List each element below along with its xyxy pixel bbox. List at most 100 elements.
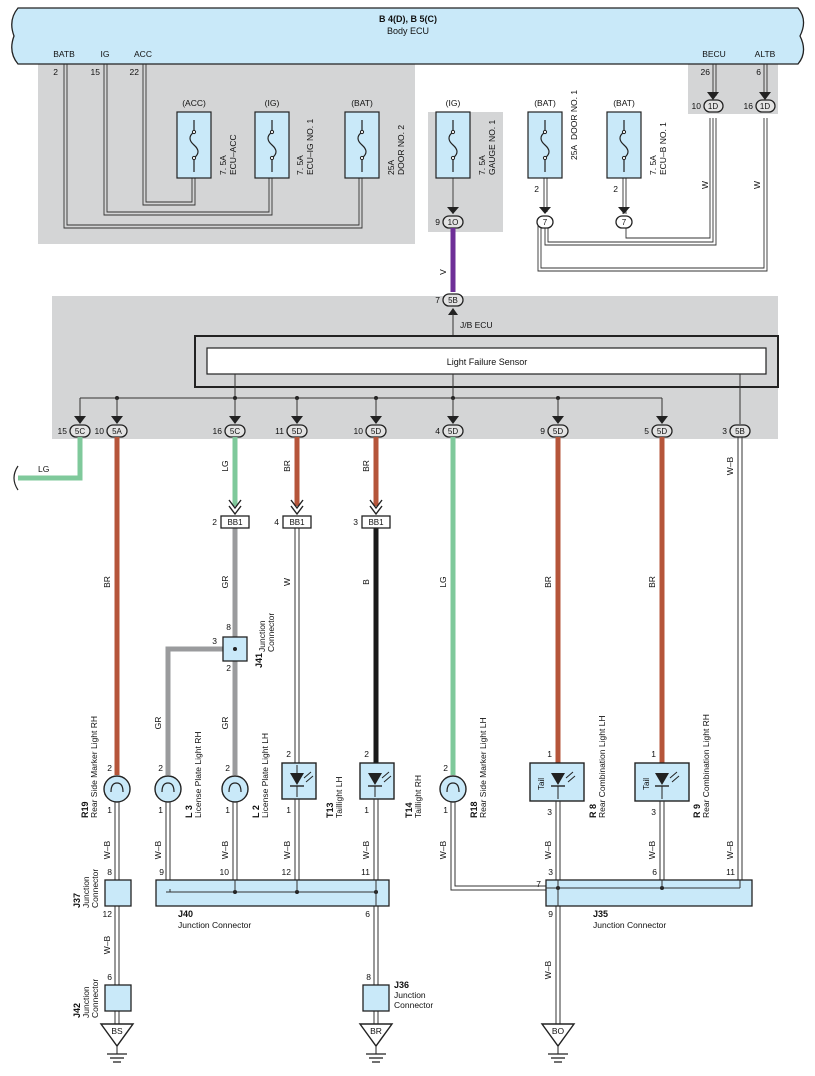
fuse-name: ECU–B NO. 1 — [658, 122, 668, 175]
fuse-rating: 7. 5A — [218, 155, 228, 175]
svg-text:16: 16 — [213, 426, 223, 436]
svg-text:11: 11 — [726, 867, 735, 877]
svg-text:2: 2 — [286, 749, 291, 759]
jb-out-8: 5B 3 — [722, 424, 751, 438]
j35-junction: 7 3 6 11 9 J35 Junction Connector — [536, 867, 753, 930]
svg-text:5: 5 — [644, 426, 649, 436]
fuse-ecu-b-1: (BAT) 7. 5A ECU–B NO. 1 — [606, 98, 668, 179]
svg-text:Junction Connector: Junction Connector — [593, 920, 666, 930]
bb1-connector: BB1 3 — [353, 499, 391, 529]
svg-text:5A: 5A — [112, 427, 122, 436]
svg-text:11: 11 — [361, 867, 370, 877]
jb-ecu: Light Failure Sensor — [79, 335, 779, 424]
svg-text:5D: 5D — [371, 427, 381, 436]
svg-text:1: 1 — [364, 805, 369, 815]
fuse-name: DOOR NO. 2 — [396, 125, 406, 175]
ground-br: BR — [358, 1023, 394, 1063]
svg-text:2: 2 — [212, 517, 217, 527]
svg-text:9: 9 — [159, 867, 164, 877]
svg-text:6: 6 — [365, 909, 370, 919]
j40-junction: 9 10 12 11 6 J40 Junction Connector — [155, 867, 390, 930]
svg-text:BB1: BB1 — [289, 518, 305, 527]
becu-conn: 1D — [708, 102, 718, 111]
ground-bs: BS — [99, 1023, 135, 1063]
jb-in-conn: 5B — [448, 296, 458, 305]
lower-wire-labels: W–B W–B W–B W–B W–B W–B W–B W–B W–B W–B … — [102, 840, 735, 979]
svg-text:Rear Side Marker Light LH: Rear Side Marker Light LH — [478, 717, 488, 818]
bb1-connector: BB1 2 — [212, 499, 250, 529]
svg-text:Taillight LH: Taillight LH — [334, 776, 344, 818]
svg-text:5D: 5D — [448, 427, 458, 436]
svg-text:Junction Connector: Junction Connector — [178, 920, 251, 930]
svg-text:J37: J37 — [72, 893, 82, 908]
svg-text:6: 6 — [107, 972, 112, 982]
wire-label: BR — [647, 576, 657, 588]
fuse-source: (ACC) — [182, 98, 206, 108]
svg-text:Rear Combination Light RH: Rear Combination Light RH — [701, 714, 711, 818]
fuse-rating: 7. 5A — [477, 155, 487, 175]
svg-text:J35: J35 — [593, 909, 608, 919]
svg-text:T14: T14 — [404, 802, 414, 818]
fuse-door-1: (BAT) 25A DOOR NO. 1 — [527, 90, 579, 179]
j36-junction: 8 J36 Junction Connector — [362, 972, 433, 1012]
fuse-rating: 25A — [386, 160, 396, 175]
jb-out-2: 5C 16 — [213, 416, 246, 438]
svg-text:5B: 5B — [735, 427, 745, 436]
svg-text:Tail: Tail — [537, 778, 546, 790]
svg-text:Connector: Connector — [90, 979, 100, 1018]
svg-text:3: 3 — [547, 807, 552, 817]
svg-text:L 3: L 3 — [184, 805, 194, 818]
wire-label: LG — [438, 576, 448, 587]
svg-text:1: 1 — [107, 805, 112, 815]
pin-number-ig: 15 — [91, 67, 101, 77]
svg-text:4: 4 — [274, 517, 279, 527]
lamp-r19: 2 1 R19 Rear Side Marker Light RH — [80, 716, 131, 818]
svg-text:Junction: Junction — [394, 990, 426, 1000]
svg-text:W–B: W–B — [282, 840, 292, 859]
svg-text:W–B: W–B — [438, 840, 448, 859]
wire-label: W — [282, 578, 292, 586]
jb-out-3: 5D 11 — [275, 416, 308, 438]
j42-junction: 6 J42 Junction Connector — [72, 972, 132, 1018]
svg-text:1: 1 — [443, 805, 448, 815]
svg-text:R 8: R 8 — [588, 804, 598, 818]
svg-text:2: 2 — [364, 749, 369, 759]
main-wire-labels: LG LG BR BR BR LG BR BR W–B GR W B GR GR — [38, 456, 735, 729]
lamp-l2: 2 1 L 2 License Plate Light LH — [221, 733, 270, 818]
j37-junction: 8 12 J37 Junction Connector — [72, 867, 132, 919]
svg-text:2: 2 — [107, 763, 112, 773]
svg-text:Rear Combination Light LH: Rear Combination Light LH — [597, 715, 607, 818]
svg-text:10: 10 — [95, 426, 105, 436]
ecub-pin: 2 — [613, 184, 618, 194]
svg-text:5D: 5D — [553, 427, 563, 436]
fuse-rating: 25A — [569, 145, 579, 160]
svg-text:5C: 5C — [230, 427, 240, 436]
jb-out-4: 5D 10 — [354, 416, 387, 438]
ground-label: BO — [552, 1026, 565, 1036]
main-wires — [13, 437, 743, 880]
gauge-wire-color: V — [438, 269, 448, 275]
wire-label: BR — [282, 460, 292, 472]
wire-label: GR — [153, 717, 163, 730]
svg-text:Junction: Junction — [81, 986, 91, 1018]
pin-label-altb: ALTB — [755, 49, 776, 59]
svg-text:J42: J42 — [72, 1003, 82, 1018]
ecub-conn: 7 — [622, 218, 627, 227]
pin-number-altb: 6 — [756, 67, 761, 77]
fuse-source: (IG) — [446, 98, 461, 108]
svg-text:2: 2 — [443, 763, 448, 773]
wire-label: BR — [543, 576, 553, 588]
svg-text:Connector: Connector — [394, 1000, 433, 1010]
pin-number-batb: 2 — [53, 67, 58, 77]
svg-text:2: 2 — [226, 663, 231, 673]
svg-text:6: 6 — [652, 867, 657, 877]
pin-number-acc: 22 — [130, 67, 140, 77]
jb-out-0: 5C 15 — [58, 416, 91, 438]
body-ecu-subtitle: Body ECU — [387, 26, 429, 36]
wire-label: W–B — [725, 456, 735, 475]
altb-wire-color: W — [752, 181, 762, 189]
lamp-r9: Tail 1 3 R 9 Rear Combination Light RH — [634, 714, 711, 818]
svg-text:1: 1 — [158, 805, 163, 815]
svg-text:5D: 5D — [292, 427, 302, 436]
